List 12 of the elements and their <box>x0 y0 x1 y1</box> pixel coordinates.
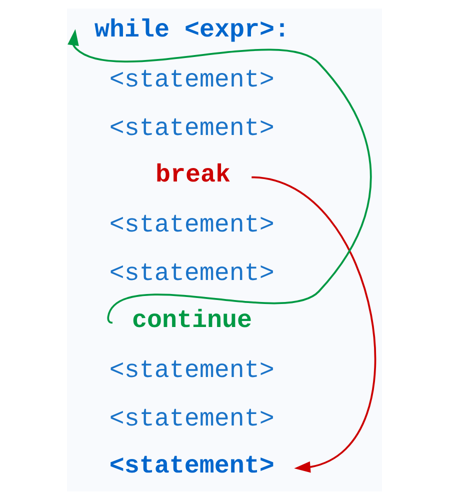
node-text: <statement> <box>109 356 274 386</box>
node-text: continue <box>132 306 252 336</box>
node-text: <statement> <box>109 114 274 143</box>
node-text: <statement> <box>109 210 274 240</box>
arrow <box>251 176 376 473</box>
arrow <box>68 29 372 324</box>
node-text: <statement> <box>109 451 274 480</box>
node-text: <statement> <box>109 404 274 434</box>
node-text: <statement> <box>109 259 274 288</box>
node-text: break <box>155 160 230 190</box>
node-text: while <expr>: <box>94 15 290 44</box>
node-text: <statement> <box>109 65 274 94</box>
